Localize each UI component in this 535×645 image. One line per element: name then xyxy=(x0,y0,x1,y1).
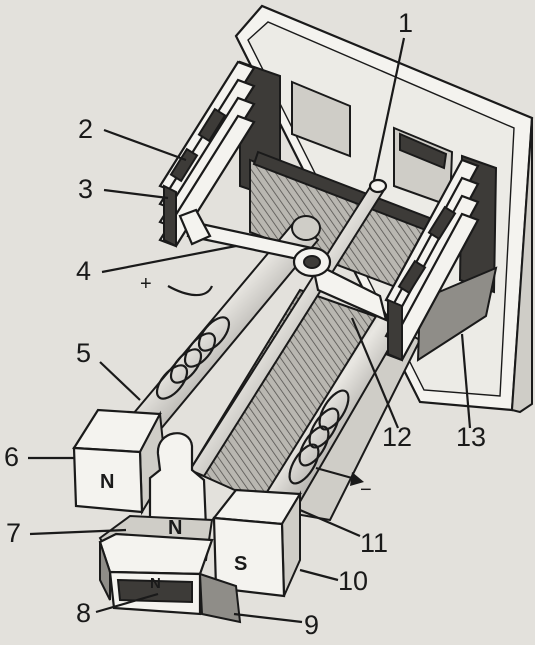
callout-12: 12 xyxy=(382,422,412,452)
callout-7: 7 xyxy=(6,518,21,548)
base-plate xyxy=(98,532,242,624)
callout-8: 8 xyxy=(76,598,91,628)
callout-2: 2 xyxy=(78,114,93,144)
pole-label-left-n: N xyxy=(100,471,114,493)
positive-terminal-sign: + xyxy=(140,273,152,295)
callout-leaders xyxy=(28,37,472,624)
callout-6: 6 xyxy=(4,442,19,472)
crossbar-armature xyxy=(178,208,388,322)
callout-9: 9 xyxy=(304,610,319,640)
left-lamination-stack xyxy=(158,60,281,248)
terminal-signs: + − xyxy=(140,273,372,501)
pole-label-core-n: N xyxy=(168,517,182,539)
right-coil xyxy=(288,389,364,486)
callout-11: 11 xyxy=(360,528,388,558)
pole-label-base-n: N xyxy=(150,575,161,592)
negative-terminal-sign: − xyxy=(360,479,372,501)
callout-3: 3 xyxy=(78,174,93,204)
left-coil xyxy=(155,285,231,400)
callout-1: 1 xyxy=(398,8,413,38)
callout-10: 10 xyxy=(338,566,368,596)
right-lamination-stack xyxy=(384,154,498,362)
left-magnet-block xyxy=(72,408,168,516)
pole-label-right-s: S xyxy=(234,553,247,575)
callout-13: 13 xyxy=(456,422,486,452)
pole-labels: N N S N xyxy=(100,471,247,592)
callout-5: 5 xyxy=(76,338,91,368)
callout-labels: 1 2 3 4 5 6 7 8 9 10 11 12 13 xyxy=(4,8,486,640)
right-magnet-block xyxy=(211,488,302,598)
central-shaft xyxy=(188,178,388,478)
callout-4: 4 xyxy=(76,256,91,286)
